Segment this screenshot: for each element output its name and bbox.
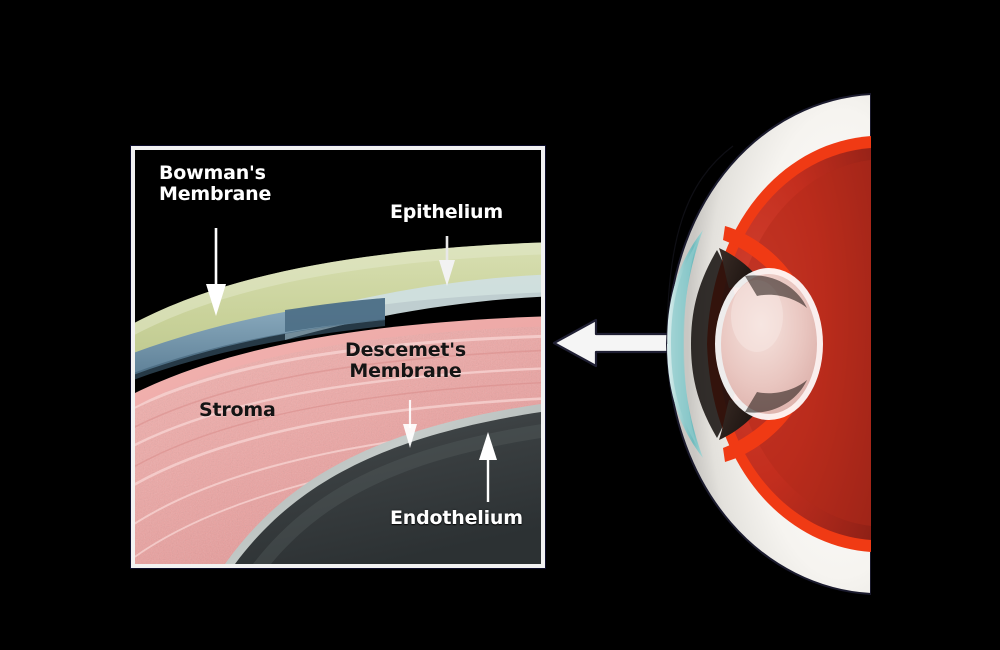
label-stroma: Stroma [199,399,276,421]
eye-cross-section-illustration [665,92,871,596]
eye-cornea [667,230,703,458]
label-endothelium-line1: Endothelium [390,507,523,529]
label-bowmans-line1: Bowman's [159,162,266,184]
layer-endothelium [235,412,541,564]
layer-bowmans-cut-face [285,298,385,332]
eye-cross-section [645,90,875,598]
layer-subepithelial-band [285,274,541,340]
pointer-arrow-endothelium [479,432,497,502]
cornea-layers-illustration [135,150,541,564]
label-epithelium: Epithelium [390,201,503,223]
pointer-arrow-bowmans [206,228,226,316]
label-stroma-line1: Stroma [199,399,276,421]
label-descemets-line2: Membrane [349,360,462,383]
label-endothelium: Endothelium [390,507,523,529]
label-descemets-line1: Descemet's [345,339,467,361]
pointer-arrow-descemets [403,400,417,448]
pointer-arrow-epithelium [439,236,455,286]
label-bowmans-line2: Membrane [159,183,272,206]
label-epithelium-line1: Epithelium [390,201,503,223]
